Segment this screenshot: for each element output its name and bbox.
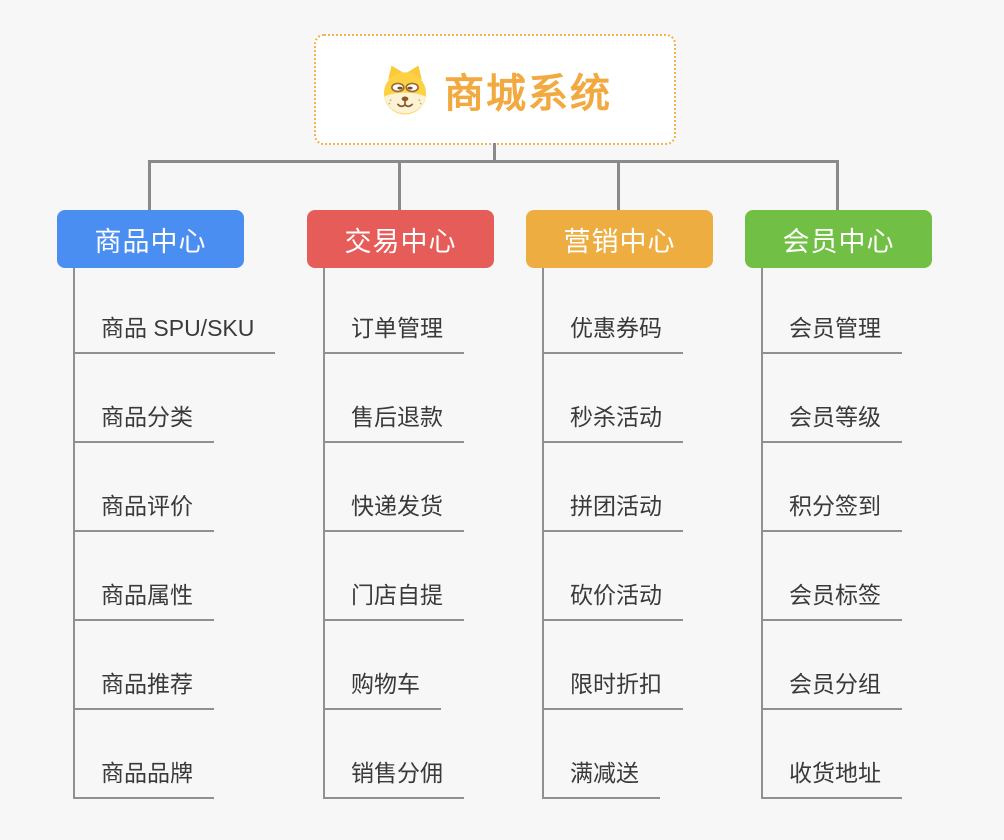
child-topic[interactable]: 商品 SPU/SKU <box>75 309 276 354</box>
child-topic-row: 收货地址 <box>763 710 932 799</box>
branch-children: 优惠券码秒杀活动拼团活动砍价活动限时折扣满减送 <box>542 268 713 799</box>
child-topic-row: 会员等级 <box>763 354 932 443</box>
child-topic[interactable]: 优惠券码 <box>544 309 683 354</box>
child-topic[interactable]: 销售分佣 <box>325 754 464 799</box>
branch-column: 会员中心 会员管理会员等级积分签到会员标签会员分组收货地址 <box>745 210 932 799</box>
connector-horizontal-rail <box>148 160 839 163</box>
child-topic-row: 商品品牌 <box>75 710 244 799</box>
child-topic-row: 积分签到 <box>763 443 932 532</box>
child-topic-row: 拼团活动 <box>544 443 713 532</box>
child-topic[interactable]: 积分签到 <box>763 487 902 532</box>
child-topic-row: 门店自提 <box>325 532 494 621</box>
child-topic-row: 会员管理 <box>763 268 932 354</box>
child-topic-row: 订单管理 <box>325 268 494 354</box>
child-topic-row: 满减送 <box>544 710 713 799</box>
branch-column: 商品中心 商品 SPU/SKU 商品分类商品评价商品属性商品推荐商品品牌 <box>57 210 276 799</box>
child-topic-row: 优惠券码 <box>544 268 713 354</box>
branch-column: 交易中心 订单管理售后退款快递发货门店自提购物车销售分佣 <box>307 210 494 799</box>
branch-node-2[interactable]: 交易中心 <box>307 210 494 268</box>
child-topic[interactable]: 收货地址 <box>763 754 902 799</box>
child-topic[interactable]: 限时折扣 <box>544 665 683 710</box>
child-topic[interactable]: 售后退款 <box>325 398 464 443</box>
child-topic[interactable]: 会员分组 <box>763 665 902 710</box>
root-topic-title: 商城系统 <box>444 71 612 116</box>
child-topic[interactable]: 订单管理 <box>325 309 464 354</box>
child-topic[interactable]: 会员等级 <box>763 398 902 443</box>
branch-children: 订单管理售后退款快递发货门店自提购物车销售分佣 <box>323 268 494 799</box>
child-topic-row: 商品属性 <box>75 532 244 621</box>
child-topic-row: 秒杀活动 <box>544 354 713 443</box>
child-topic-row: 砍价活动 <box>544 532 713 621</box>
child-topic-row: 商品评价 <box>75 443 244 532</box>
branch-node-1[interactable]: 商品中心 <box>57 210 244 268</box>
child-topic[interactable]: 秒杀活动 <box>544 398 683 443</box>
child-topic[interactable]: 拼团活动 <box>544 487 683 532</box>
branch-column: 营销中心 优惠券码秒杀活动拼团活动砍价活动限时折扣满减送 <box>526 210 713 799</box>
child-topic-row: 销售分佣 <box>325 710 494 799</box>
child-topic[interactable]: 会员管理 <box>763 309 902 354</box>
child-topic[interactable]: 商品品牌 <box>75 754 214 799</box>
child-topic[interactable]: 会员标签 <box>763 576 902 621</box>
connector-branch-stub <box>148 160 151 210</box>
child-topic[interactable]: 商品推荐 <box>75 665 214 710</box>
branch-children: 商品 SPU/SKU 商品分类商品评价商品属性商品推荐商品品牌 <box>73 268 276 799</box>
child-topic-row: 售后退款 <box>325 354 494 443</box>
child-topic-row: 购物车 <box>325 621 494 710</box>
child-topic[interactable]: 砍价活动 <box>544 576 683 621</box>
root-topic[interactable]: 商城系统 <box>314 34 676 145</box>
child-topic[interactable]: 购物车 <box>325 665 441 710</box>
connector-branch-stub <box>398 160 401 210</box>
child-topic[interactable]: 商品分类 <box>75 398 214 443</box>
branch-node-3[interactable]: 营销中心 <box>526 210 713 268</box>
connector-branch-stub <box>617 160 620 210</box>
child-topic-row: 会员分组 <box>763 621 932 710</box>
child-topic[interactable]: 门店自提 <box>325 576 464 621</box>
child-topic[interactable]: 满减送 <box>544 754 660 799</box>
child-topic-row: 商品 SPU/SKU <box>75 268 276 354</box>
branch-node-4[interactable]: 会员中心 <box>745 210 932 268</box>
child-topic-row: 限时折扣 <box>544 621 713 710</box>
child-topic[interactable]: 商品评价 <box>75 487 214 532</box>
dog-face-icon <box>378 63 432 117</box>
child-topic[interactable]: 商品属性 <box>75 576 214 621</box>
child-topic-row: 快递发货 <box>325 443 494 532</box>
child-topic-row: 商品分类 <box>75 354 244 443</box>
branch-children: 会员管理会员等级积分签到会员标签会员分组收货地址 <box>761 268 932 799</box>
child-topic-row: 会员标签 <box>763 532 932 621</box>
connector-branch-stub <box>836 160 839 210</box>
child-topic[interactable]: 快递发货 <box>325 487 464 532</box>
connector-root-stub <box>493 143 496 162</box>
child-topic-row: 商品推荐 <box>75 621 244 710</box>
